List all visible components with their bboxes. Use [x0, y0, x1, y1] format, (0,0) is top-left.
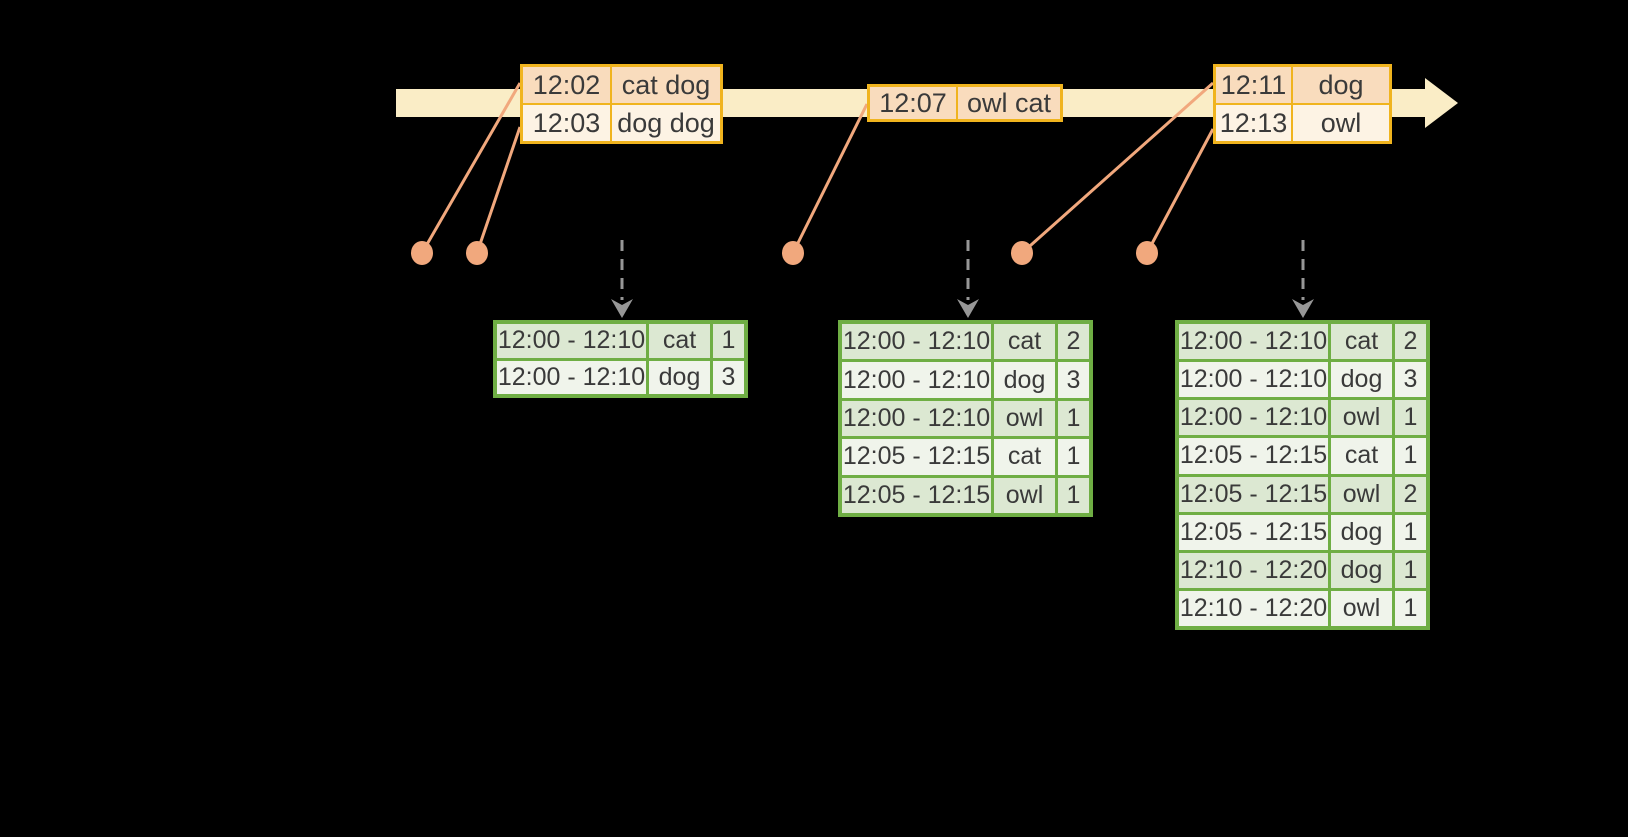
- table-cell: 12:00 - 12:10: [1179, 400, 1328, 436]
- table-cell: 1: [1395, 590, 1426, 626]
- trigger-arrowhead-icon: [611, 299, 633, 318]
- table-cell: dog: [1331, 362, 1392, 398]
- table-cell: 12:07: [870, 87, 956, 119]
- event-connector-line: [1021, 81, 1214, 255]
- timeline-arrowhead-icon: [1425, 78, 1458, 128]
- table-cell: 12:00 - 12:10: [1179, 362, 1328, 398]
- table-cell: owl: [1331, 476, 1392, 512]
- table-cell: 12:00 - 12:10: [497, 360, 646, 394]
- table-cell: 12:00 - 12:10: [842, 400, 991, 437]
- table-cell: 3: [713, 360, 744, 394]
- table-cell: cat dog: [612, 67, 720, 103]
- table-cell: 12:00 - 12:10: [1179, 324, 1328, 360]
- table-cell: 12:13: [1216, 105, 1291, 141]
- table-cell: cat: [994, 324, 1055, 360]
- trigger-arrowhead-icon: [1292, 299, 1314, 318]
- table-cell: 1: [1395, 438, 1426, 474]
- event-connector-line: [791, 103, 869, 254]
- event-connector-line: [420, 82, 522, 254]
- table-cell: owl: [994, 400, 1055, 437]
- event-time-dot: [1136, 241, 1158, 265]
- table-cell: cat: [1331, 324, 1392, 360]
- table-cell: 1: [1058, 400, 1089, 437]
- table-cell: 1: [1395, 514, 1426, 550]
- table-cell: 12:05 - 12:15: [1179, 476, 1328, 512]
- table-cell: 12:10 - 12:20: [1179, 590, 1328, 626]
- table-cell: 12:05 - 12:15: [1179, 514, 1328, 550]
- table-cell: 2: [1395, 476, 1426, 512]
- table-cell: 2: [1058, 324, 1089, 360]
- table-cell: cat: [994, 439, 1055, 475]
- trigger-arrowhead-icon: [957, 299, 979, 318]
- table-cell: owl: [1293, 105, 1389, 141]
- table-cell: dog: [1293, 67, 1389, 103]
- table-cell: 12:03: [523, 105, 610, 141]
- table-cell: cat: [1331, 438, 1392, 474]
- table-cell: owl: [1331, 400, 1392, 436]
- table-cell: 3: [1395, 362, 1426, 398]
- table-cell: 12:11: [1216, 67, 1291, 103]
- event-connector-line: [475, 126, 522, 254]
- table-cell: 3: [1058, 362, 1089, 398]
- table-cell: dog: [649, 360, 710, 394]
- table-cell: cat: [649, 324, 710, 358]
- table-cell: dog: [1331, 514, 1392, 550]
- event-time-dot: [1011, 241, 1033, 265]
- table-cell: 12:00 - 12:10: [497, 324, 646, 358]
- table-cell: 12:00 - 12:10: [842, 324, 991, 360]
- table-cell: 2: [1395, 324, 1426, 360]
- table-cell: owl cat: [958, 87, 1060, 119]
- table-cell: 1: [1058, 439, 1089, 475]
- table-cell: owl: [994, 477, 1055, 514]
- event-time-dot: [466, 241, 488, 265]
- table-cell: 1: [1395, 552, 1426, 588]
- table-cell: dog: [1331, 552, 1392, 588]
- table-cell: 12:02: [523, 67, 610, 103]
- table-cell: 12:00 - 12:10: [842, 362, 991, 398]
- table-cell: 12:10 - 12:20: [1179, 552, 1328, 588]
- event-connector-line: [1145, 128, 1215, 254]
- table-cell: owl: [1331, 590, 1392, 626]
- table-cell: 12:05 - 12:15: [842, 477, 991, 514]
- event-time-dot: [782, 241, 804, 265]
- table-cell: dog dog: [612, 105, 720, 141]
- table-cell: 1: [1058, 477, 1089, 514]
- table-cell: dog: [994, 362, 1055, 398]
- event-time-dot: [411, 241, 433, 265]
- table-cell: 12:05 - 12:15: [1179, 438, 1328, 474]
- table-cell: 12:05 - 12:15: [842, 439, 991, 475]
- table-cell: 1: [1395, 400, 1426, 436]
- table-cell: 1: [713, 324, 744, 358]
